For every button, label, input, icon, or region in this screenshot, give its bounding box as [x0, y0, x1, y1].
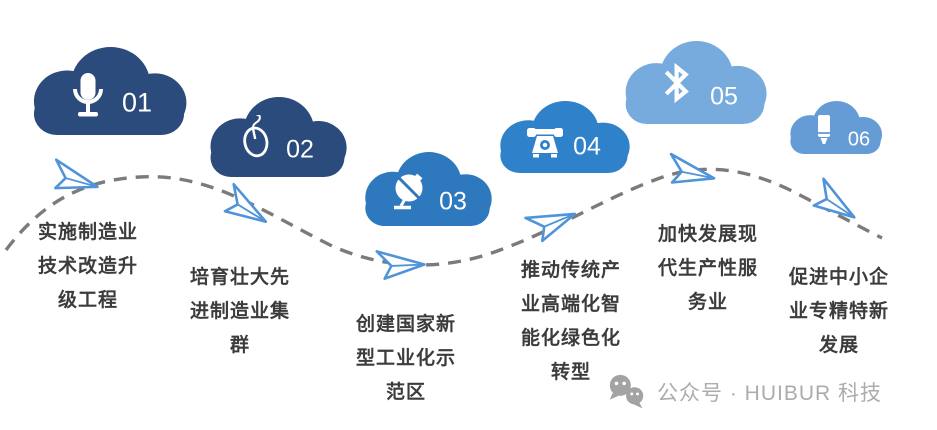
label-line: 业高端化智	[520, 294, 621, 315]
label-line: 技术改造升	[37, 256, 138, 277]
bluetooth-icon	[664, 62, 689, 104]
dashed-route-path	[4, 167, 883, 267]
cloud-number: 01	[121, 87, 153, 118]
cloud-step-01: 01	[30, 47, 188, 135]
paper-plane-icon	[665, 152, 718, 190]
label-line: 范区	[385, 382, 426, 403]
cloud-number: 03	[439, 187, 467, 216]
label-step-02: 培育壮大先 进制造业集 群	[170, 261, 310, 363]
cloud-step-06: 06	[788, 101, 883, 154]
cloud-number: 05	[710, 82, 738, 111]
satellite-dish-icon	[394, 173, 423, 210]
label-line: 级工程	[57, 290, 118, 311]
label-line: 加快发展现	[657, 224, 758, 245]
label-line: 推动传统产	[520, 260, 621, 281]
watermark: 公众号 · HUIBUR 科技	[606, 372, 882, 412]
label-line: 实施制造业	[37, 222, 138, 243]
cloud-shape	[33, 47, 187, 135]
cloud-step-04: 04	[497, 101, 631, 173]
watermark-text: 公众号 · HUIBUR 科技	[657, 382, 882, 405]
paper-plane-icon	[808, 177, 865, 228]
cloud-step-02: 02	[207, 97, 348, 177]
label-line: 促进中小企	[788, 267, 889, 288]
label-line: 群	[229, 335, 250, 356]
label-line: 业专精特新	[788, 301, 889, 322]
label-step-05: 加快发展现 代生产性服 务业	[638, 218, 778, 320]
label-step-03: 创建国家新 型工业化示 范区	[336, 308, 476, 410]
label-line: 培育壮大先	[189, 267, 290, 288]
paper-plane-icon	[219, 182, 276, 232]
cloud-number: 04	[573, 132, 601, 161]
label-line: 进制造业集	[189, 301, 290, 322]
wechat-icon	[609, 374, 644, 409]
cloud-step-05: 05	[622, 41, 768, 124]
cloud-number: 02	[286, 135, 314, 164]
label-line: 型工业化示	[355, 348, 456, 369]
label-line: 转型	[550, 362, 591, 383]
cloud-step-03: 03	[362, 152, 493, 226]
label-line: 代生产性服	[657, 258, 758, 279]
telephone-icon	[527, 128, 563, 158]
label-line: 务业	[687, 292, 728, 313]
label-step-04: 推动传统产 业高端化智 能化绿色化 转型	[501, 254, 641, 390]
microphone-icon	[73, 73, 103, 117]
label-step-01: 实施制造业 技术改造升 级工程	[18, 216, 158, 318]
cloud-shape	[210, 97, 347, 177]
cloud-number: 06	[847, 128, 871, 151]
marker-pen-icon	[818, 115, 830, 144]
label-step-06: 促进中小企 业专精特新 发展	[769, 261, 909, 363]
cloud-shape	[625, 41, 767, 124]
label-line: 发展	[818, 335, 859, 356]
label-line: 能化绿色化	[520, 328, 621, 349]
mouse-icon	[243, 115, 269, 158]
label-line: 创建国家新	[355, 314, 456, 335]
